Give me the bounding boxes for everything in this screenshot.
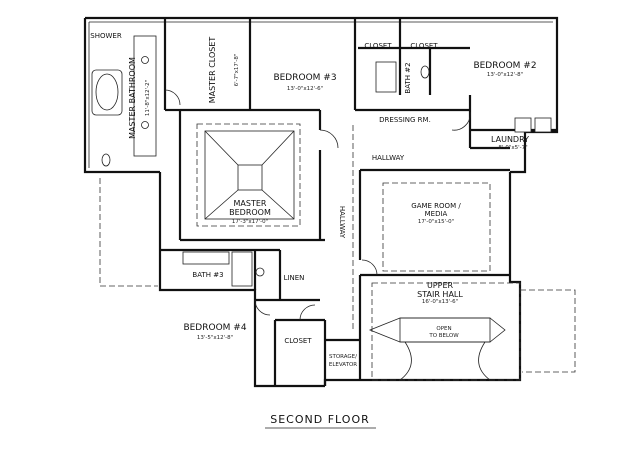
floor-title: SECOND FLOOR	[270, 413, 370, 426]
fixtures	[91, 35, 552, 381]
bedroom4-label: BEDROOM #4	[183, 323, 246, 333]
bath2-label: BATH #2	[404, 62, 412, 93]
bedroom3-label: BEDROOM #3	[273, 73, 336, 83]
master-bathroom-label: MASTER BATHROOM	[128, 57, 137, 139]
bedroom2-dims: 13'-0"x12'-8"	[487, 72, 523, 78]
upper-stair-hall-dims: 16'-0"x13'-6"	[422, 299, 458, 305]
master-closet-label: MASTER CLOSET	[208, 37, 217, 104]
laundry-label: LAUNDRY	[491, 135, 529, 144]
shower-label: SHOWER	[90, 32, 122, 40]
storage-label-line1: STORAGE/	[329, 354, 357, 360]
master-bedroom-label-line2: BEDROOM	[229, 208, 271, 217]
dressing-room-label: DRESSING RM.	[379, 116, 431, 124]
master-bedroom-dims: 17'-3"x17'-0"	[232, 219, 268, 225]
interior-walls	[160, 18, 557, 386]
closet-b-label: CLOSET	[410, 42, 438, 50]
master-closet-dims: 6'-7"x17'-8"	[234, 54, 240, 87]
upper-stair-hall-label-line2: STAIR HALL	[417, 290, 463, 299]
game-room-label-line2: MEDIA	[425, 210, 448, 218]
open-to-below-line2: TO BELOW	[428, 333, 459, 339]
closet-a-label: CLOSET	[364, 42, 392, 50]
bedroom2-label: BEDROOM #2	[473, 61, 536, 71]
open-to-below-line1: OPEN	[436, 326, 451, 332]
master-bathroom-dims: 11'-8"x12'-2"	[145, 80, 151, 116]
bath3-label: BATH #3	[192, 271, 223, 279]
bedroom3-dims: 13'-0"x12'-6"	[287, 86, 323, 92]
game-room-label-line1: GAME ROOM /	[411, 202, 461, 210]
master-bedroom-label-line1: MASTER	[234, 199, 267, 208]
hallway-upper-label: HALLWAY	[372, 154, 405, 162]
game-room-dims: 17'-0"x15'-0"	[418, 219, 454, 225]
storage-label-line2: ELEVATOR	[329, 362, 357, 368]
labels: SHOWER MASTER BATHROOM 11'-8"x12'-2" MAS…	[90, 32, 537, 429]
upper-stair-hall-label-line1: UPPER	[427, 281, 454, 290]
doors	[164, 89, 471, 321]
linen-label: LINEN	[284, 274, 305, 282]
bedroom4-dims: 13'-5"x12'-8"	[197, 335, 233, 341]
laundry-dims: 8'-0"x5'-7"	[498, 145, 527, 151]
tray-ceiling	[204, 130, 295, 220]
closet-c-label: CLOSET	[284, 337, 312, 345]
hallway-vertical-label: HALLWAY	[338, 206, 346, 239]
dashed-outlines	[99, 123, 576, 381]
